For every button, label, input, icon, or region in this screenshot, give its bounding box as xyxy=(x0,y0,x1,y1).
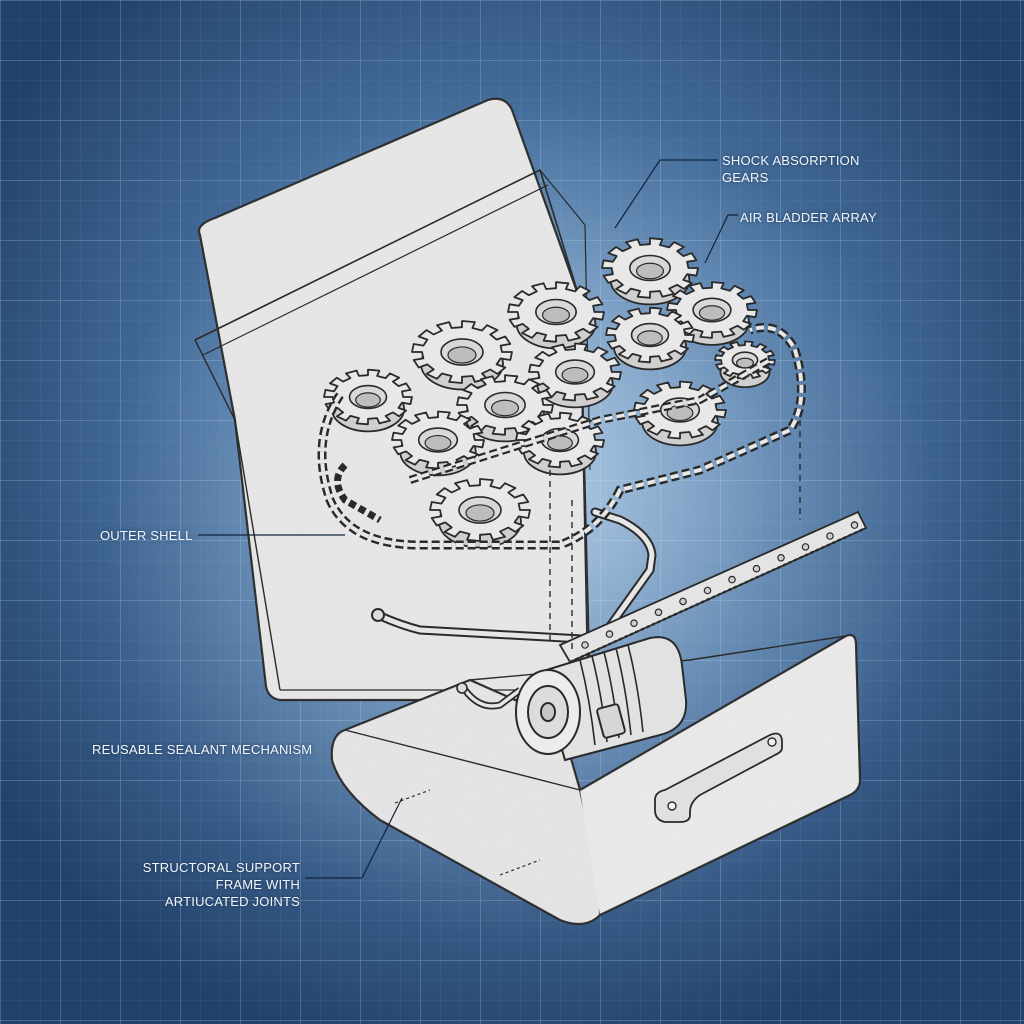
label-shock-absorption-gears: SHOCK ABSORPTION GEARS xyxy=(722,152,860,186)
assembly-guides xyxy=(549,420,801,650)
label-line: OUTER SHELL xyxy=(100,528,193,543)
inlet-tube xyxy=(456,682,523,710)
label-line: REUSABLE SEALANT MECHANISM xyxy=(92,742,313,757)
gear-icon xyxy=(605,306,695,371)
label-air-bladder-array: AIR BLADDER ARRAY xyxy=(740,209,877,226)
rack-hole xyxy=(654,608,663,617)
chain-icon xyxy=(317,323,806,550)
label-structural-support-frame: STRUCTORAL SUPPORT FRAME WITH ARTIUCATED… xyxy=(142,859,300,910)
rack-hole xyxy=(605,630,614,638)
rack-hole xyxy=(752,564,761,573)
rack-hole xyxy=(630,619,638,628)
gear-icon xyxy=(528,342,622,409)
rack-hole xyxy=(801,543,810,551)
rack-hole xyxy=(703,586,712,595)
label-line: ARTIUCATED JOINTS xyxy=(164,894,300,909)
gear-icon xyxy=(601,237,699,306)
gear-icon xyxy=(323,368,413,433)
label-line: GEARS xyxy=(722,170,769,185)
rack-hole xyxy=(826,532,834,540)
motor-icon xyxy=(515,636,688,762)
rack-hole xyxy=(679,597,687,606)
gear-icon xyxy=(666,281,758,346)
toothed-rack-icon xyxy=(558,510,868,664)
label-reusable-sealant-mechanism: REUSABLE SEALANT MECHANISM xyxy=(92,741,312,758)
rack-hole xyxy=(728,575,736,584)
label-line: SHOCK ABSORPTION xyxy=(722,153,860,168)
label-line: FRAME WITH xyxy=(215,877,300,892)
gear-icon xyxy=(411,320,513,391)
label-outer-shell: OUTER SHELL xyxy=(100,527,193,544)
hose-icon xyxy=(371,507,657,645)
rack-hole xyxy=(581,641,589,649)
rack-hole xyxy=(850,521,859,529)
label-line: AIR BLADDER ARRAY xyxy=(740,210,877,225)
label-line: STRUCTORAL SUPPORT xyxy=(142,860,300,875)
gear-icon xyxy=(507,281,605,350)
rack-hole xyxy=(777,553,785,562)
gear-icon xyxy=(429,478,531,549)
